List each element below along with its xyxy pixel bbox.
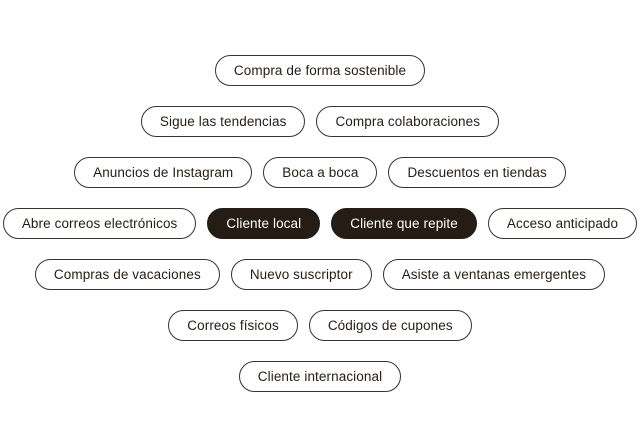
tag-row-7: Cliente internacional [238,361,402,392]
tag-pill-sigue-las-tendencias[interactable]: Sigue las tendencias [140,106,306,137]
tag-row-3: Anuncios de Instagram Boca a boca Descuent… [74,157,566,188]
tag-row-6: Correos físicos Códigos de cupones [168,310,472,341]
tag-pill-cliente-local[interactable]: Cliente local [207,208,321,239]
tag-row-1: Compra de forma sostenible [214,55,426,86]
tag-pill-descuentos-en-tiendas[interactable]: Descuentos en tiendas [388,157,566,188]
tag-pill-anuncios-de-instagram[interactable]: Anuncios de Instagram [74,157,253,188]
tag-pill-cliente-internacional[interactable]: Cliente internacional [238,361,402,392]
tag-row-4: Abre correos electrónicos Cliente local Cl… [2,208,638,239]
tag-pill-abre-correos-electronicos[interactable]: Abre correos electrónicos [2,208,197,239]
tag-pill-compras-de-vacaciones[interactable]: Compras de vacaciones [34,259,220,290]
tag-row-2: Sigue las tendencias Compra colaboracione… [140,106,500,137]
tag-pill-codigos-de-cupones[interactable]: Códigos de cupones [308,310,472,341]
tag-pill-nuevo-suscriptor[interactable]: Nuevo suscriptor [230,259,372,290]
tag-pill-correos-fisicos[interactable]: Correos físicos [168,310,298,341]
tag-pill-cliente-que-repite[interactable]: Cliente que repite [331,208,477,239]
tag-pill-asiste-a-ventanas-emergentes[interactable]: Asiste a ventanas emergentes [382,259,606,290]
tag-pill-compra-colaboraciones[interactable]: Compra colaboraciones [316,106,500,137]
tag-row-5: Compras de vacaciones Nuevo suscriptor Asi… [34,259,606,290]
tag-pill-boca-a-boca[interactable]: Boca a boca [263,157,378,188]
tag-pill-acceso-anticipado[interactable]: Acceso anticipado [487,208,638,239]
tag-pill-compra-de-forma-sostenible[interactable]: Compra de forma sostenible [214,55,426,86]
